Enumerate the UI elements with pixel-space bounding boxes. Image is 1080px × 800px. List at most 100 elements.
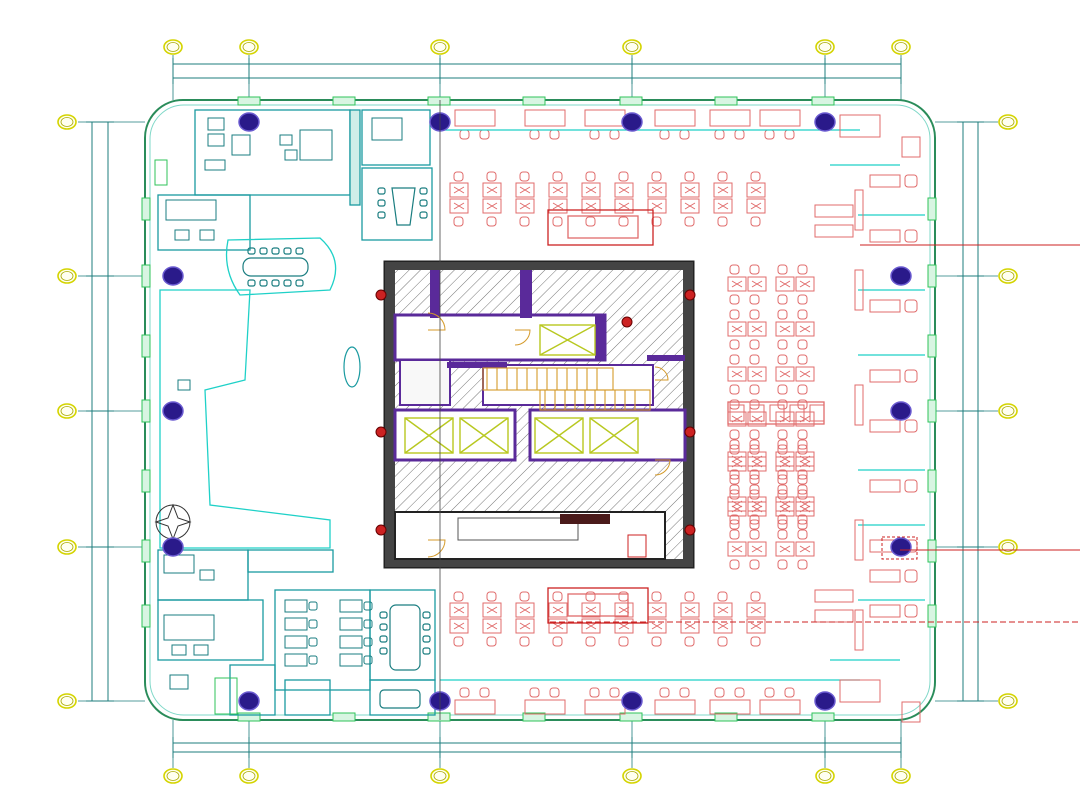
- column: [621, 112, 643, 132]
- chair: [283, 247, 292, 255]
- desk-mark: [486, 186, 498, 194]
- window: [927, 197, 937, 221]
- chair: [659, 687, 670, 698]
- axis-bubbles: [57, 39, 1018, 784]
- chair: [549, 129, 560, 140]
- office-desk: [654, 109, 696, 127]
- chair: [797, 514, 808, 525]
- desk: [548, 602, 568, 618]
- chair: [729, 484, 740, 495]
- axis-bubble-inner: [166, 42, 180, 52]
- axis-bubble: [57, 114, 77, 130]
- desk-mark: [684, 202, 696, 210]
- fire-hose-icon: [375, 289, 696, 536]
- desk: [746, 198, 766, 214]
- fire-hose-marker: [621, 316, 633, 328]
- chair: [651, 591, 662, 602]
- chair: [422, 611, 431, 619]
- chair: [777, 519, 788, 530]
- axis-bubble-inner: [894, 771, 908, 781]
- sofa: [814, 204, 854, 218]
- desk-mark: [799, 455, 811, 463]
- desk: [795, 276, 815, 292]
- axis-bubble-inner: [242, 771, 256, 781]
- chair: [308, 619, 318, 629]
- desk-mark: [585, 622, 597, 630]
- window: [332, 712, 356, 722]
- desk-mark: [519, 606, 531, 614]
- desk-mark: [684, 606, 696, 614]
- office-desk: [654, 699, 696, 715]
- chair: [750, 636, 761, 647]
- chair: [453, 171, 464, 182]
- desk: [515, 182, 535, 198]
- desk-mark: [799, 370, 811, 378]
- chair: [777, 474, 788, 485]
- cabinet: [901, 136, 921, 158]
- axis-bubble: [163, 768, 183, 784]
- chair: [749, 529, 760, 540]
- chair: [797, 294, 808, 305]
- chair: [797, 439, 808, 450]
- desk: [713, 182, 733, 198]
- desk-mark: [751, 370, 763, 378]
- chair: [552, 216, 563, 227]
- chair: [684, 171, 695, 182]
- chair: [377, 211, 386, 219]
- chair: [749, 264, 760, 275]
- office-desk: [584, 109, 626, 127]
- left-workstation-pods: [284, 599, 373, 667]
- desk: [548, 618, 568, 634]
- desk: [775, 321, 795, 337]
- window: [811, 712, 835, 722]
- axis-bubble: [239, 768, 259, 784]
- chair: [283, 279, 292, 287]
- chair: [749, 429, 760, 440]
- open-office-furniture: [449, 109, 854, 715]
- axis-bubble: [239, 39, 259, 55]
- fire-hose-marker: [684, 426, 696, 438]
- chair: [729, 384, 740, 395]
- desk: [614, 182, 634, 198]
- door-swing-icon: [427, 312, 671, 558]
- desk: [775, 496, 795, 512]
- chair: [552, 171, 563, 182]
- desk: [713, 602, 733, 618]
- column-icon: [162, 112, 912, 711]
- desk-mark: [552, 606, 564, 614]
- right-office-furniture: [839, 114, 921, 723]
- desk-mark: [585, 186, 597, 194]
- chair: [684, 591, 695, 602]
- chair: [904, 369, 918, 383]
- desk: [775, 541, 795, 557]
- core-stairs: [482, 367, 651, 411]
- desk: [482, 602, 502, 618]
- window: [522, 96, 546, 106]
- desk-mark: [751, 325, 763, 333]
- chair: [651, 636, 662, 647]
- chair: [777, 489, 788, 500]
- desk: [548, 182, 568, 198]
- chair: [379, 635, 388, 643]
- window: [714, 96, 738, 106]
- desk: [795, 541, 815, 557]
- desk: [581, 618, 601, 634]
- axis-bubble-inner: [433, 771, 447, 781]
- window: [141, 469, 151, 493]
- chair: [422, 635, 431, 643]
- chair: [749, 439, 760, 450]
- chair: [797, 384, 808, 395]
- axis-bubble: [998, 114, 1018, 130]
- office-desk: [869, 419, 901, 433]
- desk-mark: [486, 622, 498, 630]
- chair: [729, 529, 740, 540]
- chair: [259, 247, 268, 255]
- window: [619, 96, 643, 106]
- chair: [618, 591, 629, 602]
- desk: [795, 411, 815, 427]
- chair: [519, 171, 530, 182]
- window: [927, 264, 937, 288]
- chair: [749, 294, 760, 305]
- chair: [749, 489, 760, 500]
